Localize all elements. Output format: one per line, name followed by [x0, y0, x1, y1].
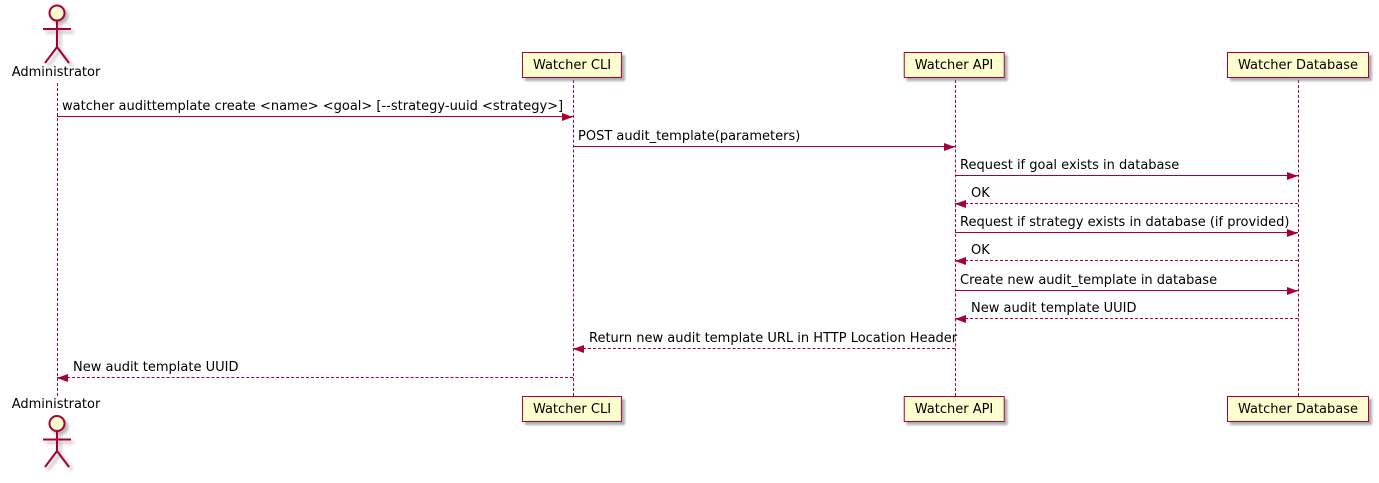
message-label: Request if strategy exists in database (…: [960, 215, 1290, 230]
message-5: Request if strategy exists in database (…: [955, 215, 1298, 237]
message-arrow: [955, 228, 1298, 237]
actor-label-top: Administrator: [11, 65, 101, 80]
message-label: New audit template UUID: [73, 360, 239, 375]
actor-icon: [43, 4, 71, 64]
message-1: watcher audittemplate create <name> <goa…: [57, 99, 573, 121]
message-arrow: [955, 286, 1298, 295]
actor-label-bottom: Administrator: [11, 397, 101, 412]
arrowhead-left-icon: [955, 256, 966, 265]
message-8: New audit template UUID: [955, 301, 1298, 323]
message-arrow: [955, 171, 1298, 180]
participant-box-watcher-cli-top: Watcher CLI: [521, 52, 623, 78]
message-7: Create new audit_template in database: [955, 273, 1298, 295]
message-3: Request if goal exists in database: [955, 158, 1298, 180]
lifeline-watcher-cli: [572, 80, 574, 396]
participant-box-watcher-api-top: Watcher API: [903, 52, 1005, 78]
message-label: Return new audit template URL in HTTP Lo…: [589, 331, 958, 346]
arrowhead-right-icon: [944, 142, 955, 151]
message-label: New audit template UUID: [971, 301, 1137, 316]
participant-box-watcher-database-bottom: Watcher Database: [1227, 396, 1369, 422]
lifeline-administrator: [56, 83, 58, 396]
arrowhead-right-icon: [1287, 171, 1298, 180]
message-10: New audit template UUID: [57, 360, 573, 382]
message-label: OK: [971, 186, 990, 201]
participant-box-watcher-database-top: Watcher Database: [1227, 52, 1369, 78]
message-arrow: [955, 199, 1298, 208]
arrowhead-right-icon: [1287, 228, 1298, 237]
message-9: Return new audit template URL in HTTP Lo…: [573, 331, 958, 353]
message-2: POST audit_template(parameters): [573, 129, 955, 151]
message-label: POST audit_template(parameters): [578, 129, 801, 144]
arrowhead-left-icon: [573, 344, 584, 353]
message-4: OK: [955, 186, 1298, 208]
participant-box-watcher-cli-bottom: Watcher CLI: [521, 396, 623, 422]
message-arrow: [955, 256, 1298, 265]
message-arrow: [573, 142, 955, 151]
message-label: Request if goal exists in database: [960, 158, 1180, 173]
message-arrow: [57, 373, 573, 382]
arrowhead-left-icon: [955, 199, 966, 208]
lifeline-watcher-api: [954, 80, 956, 396]
arrowhead-right-icon: [1287, 286, 1298, 295]
message-6: OK: [955, 243, 1298, 265]
message-arrow: [57, 112, 573, 121]
arrowhead-left-icon: [57, 373, 68, 382]
message-label: Create new audit_template in database: [960, 273, 1218, 288]
lifeline-watcher-database: [1297, 80, 1299, 396]
arrowhead-right-icon: [562, 112, 573, 121]
message-label: watcher audittemplate create <name> <goa…: [62, 99, 564, 114]
message-arrow: [955, 314, 1298, 323]
message-arrow: [573, 344, 955, 353]
participant-box-watcher-api-bottom: Watcher API: [903, 396, 1005, 422]
message-label: OK: [971, 243, 990, 258]
arrowhead-left-icon: [955, 314, 966, 323]
actor-icon: [43, 415, 71, 468]
